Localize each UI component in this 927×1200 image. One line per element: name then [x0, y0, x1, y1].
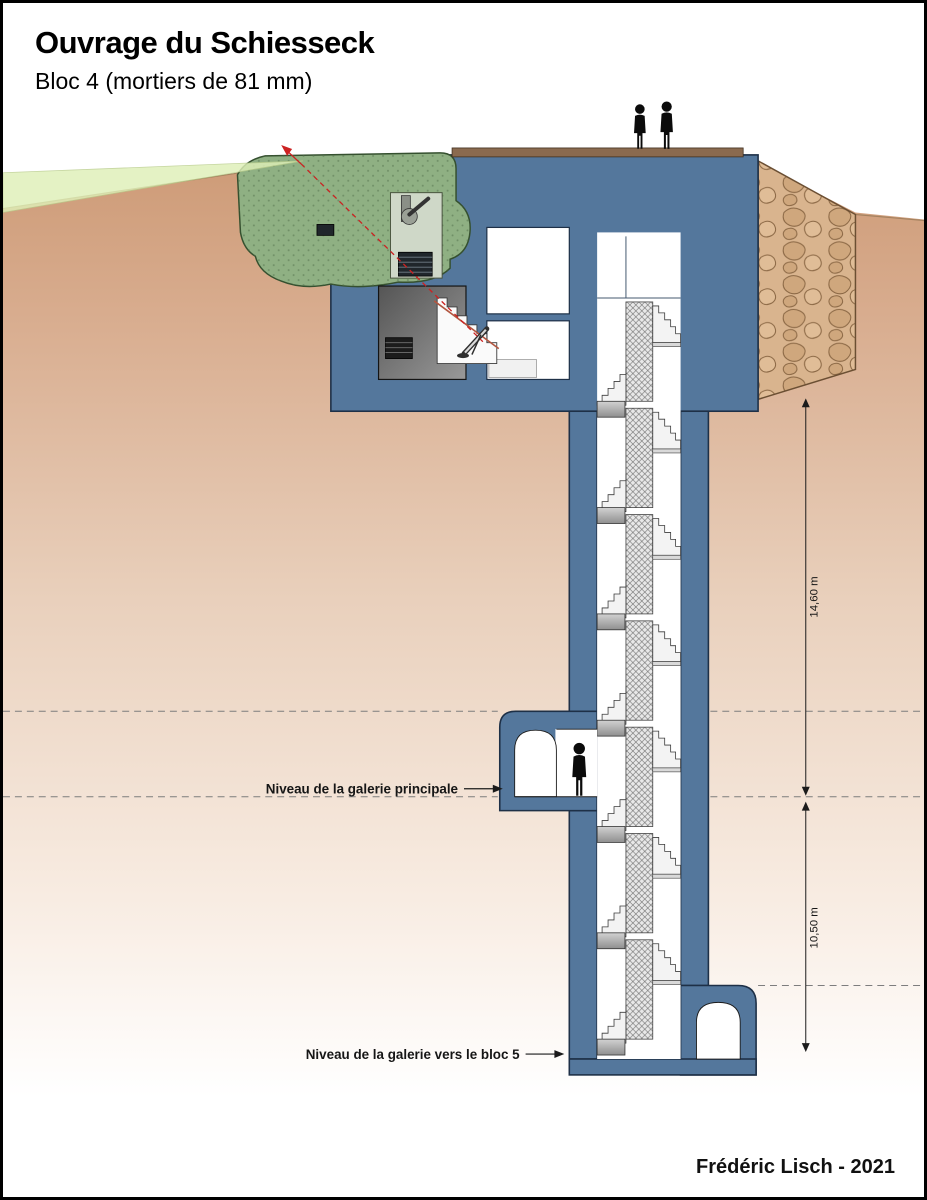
- arrow-up-icon: [801, 801, 810, 811]
- surface-top: [451, 101, 744, 158]
- cross-section-drawing: 14,60 m 10,50 m Niveau de la galerie pri…: [3, 101, 924, 1197]
- periscope-mount: [401, 195, 431, 225]
- label-gallery-bloc5: Niveau de la galerie vers le bloc 5: [306, 1047, 565, 1062]
- person-silhouette: [660, 101, 673, 149]
- field-of-fire: [3, 144, 484, 343]
- person-silhouette: [634, 104, 646, 149]
- gallery-main: [514, 728, 598, 798]
- stone-revetment: [757, 159, 857, 401]
- dimension-upper-value: 14,60 m: [809, 576, 821, 617]
- gallery-main-arch: [514, 729, 557, 798]
- vent-grille-lower: [385, 337, 413, 359]
- dimension-upper: 14,60 m: [801, 398, 821, 796]
- trajectory-line: [300, 163, 484, 343]
- author-credit: Frédéric Lisch - 2021: [696, 1156, 895, 1178]
- shaft-right-wall: [679, 410, 710, 987]
- stair-shaft: [596, 232, 681, 1060]
- title-block: Ouvrage du Schiesseck Bloc 4 (mortiers d…: [35, 25, 375, 95]
- level-lines: [3, 710, 924, 986]
- earth-cover-strip: [451, 147, 744, 158]
- mortar-casemate: [377, 285, 500, 381]
- interior-rooms: [486, 226, 570, 381]
- embrasure: [316, 224, 335, 236]
- shaft-bottom-slab: [568, 1058, 757, 1076]
- shaft-left-wall-lower: [568, 809, 598, 1060]
- label-gallery-main: Niveau de la galerie principale: [266, 782, 503, 797]
- arrow-up-icon: [801, 398, 810, 408]
- page-title: Ouvrage du Schiesseck: [35, 25, 375, 60]
- mortar-81mm: [457, 326, 490, 359]
- room-furniture: [488, 359, 537, 378]
- shaft-left-wall-upper: [568, 410, 598, 716]
- arrow-right-icon: [492, 784, 503, 793]
- arrow-down-icon: [801, 786, 810, 796]
- camouflage-mound: [236, 152, 471, 288]
- arrow-right-icon: [554, 1050, 565, 1059]
- gallery-bloc5-arch: [696, 1001, 741, 1060]
- vent-grille-upper: [398, 251, 433, 277]
- room-upper: [486, 226, 570, 315]
- stair-handrail: [433, 300, 500, 350]
- page-subtitle: Bloc 4 (mortiers de 81 mm): [35, 68, 313, 94]
- dimension-lower-value: 10,50 m: [809, 907, 821, 948]
- gallery-main-label: Niveau de la galerie principale: [266, 782, 458, 797]
- trajectory-arrowhead: [281, 144, 293, 156]
- ground-surface-right: [855, 213, 924, 222]
- dimension-lower: 10,50 m: [801, 801, 821, 1053]
- gallery-bloc5: [696, 1001, 741, 1060]
- arrow-down-icon: [801, 1043, 810, 1053]
- fire-beam: [3, 160, 304, 213]
- gallery-bloc5-label: Niveau de la galerie vers le bloc 5: [306, 1047, 520, 1062]
